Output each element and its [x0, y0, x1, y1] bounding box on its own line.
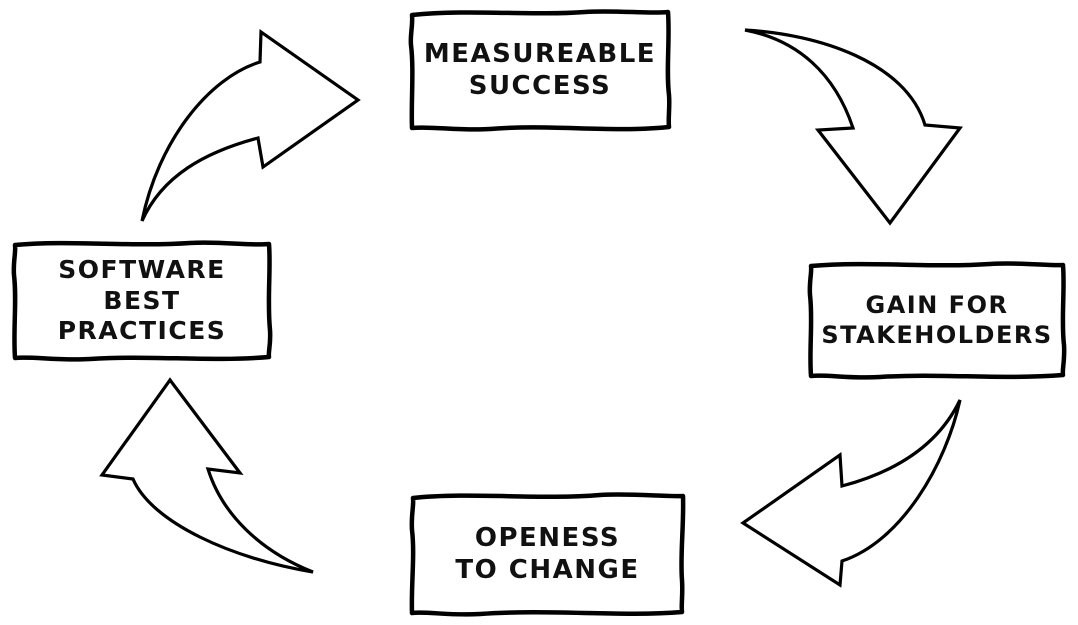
node-measureable-success: MEASUREABLE SUCCESS [423, 39, 657, 101]
node-software-best-practices: SOFTWARE BEST PRACTICES [57, 255, 227, 346]
node-gain-for-stakeholders: GAIN FOR STAKEHOLDERS [821, 291, 1053, 349]
box-openess-to-change [409, 492, 686, 617]
arrow-success-to-stakeholders [744, 28, 963, 226]
box-gain-for-stakeholders [807, 261, 1067, 380]
box-software-best-practices [11, 240, 273, 362]
arrow-best-practices-to-success [140, 28, 361, 222]
arrow-stakeholders-to-change [740, 399, 962, 588]
arrow-change-to-best-practices [99, 377, 314, 574]
node-openess-to-change: OPENESS TO CHANGE [455, 523, 640, 585]
box-measureable-success [408, 9, 672, 132]
